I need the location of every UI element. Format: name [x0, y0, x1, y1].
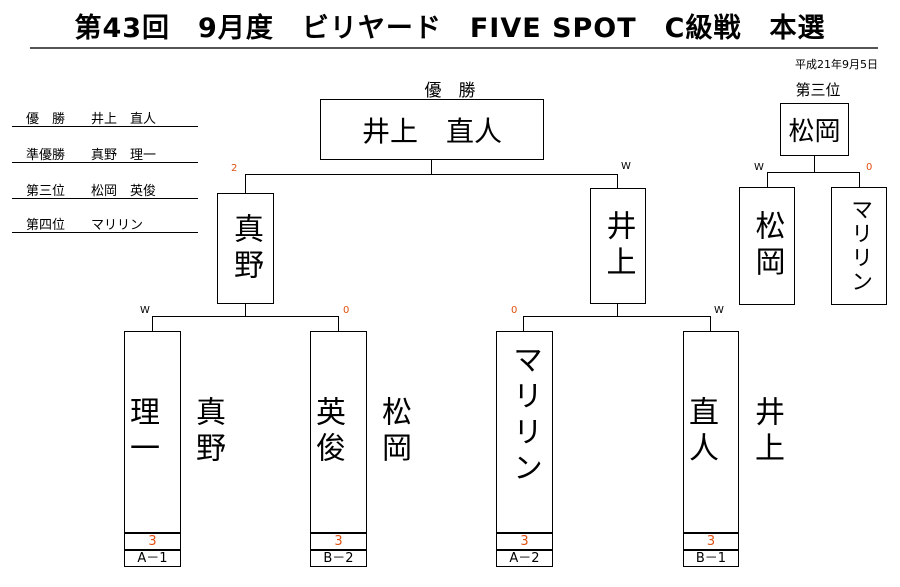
player-1-box: 真野 理一 — [124, 331, 225, 533]
bracket-line — [617, 304, 618, 316]
player-3-score: 0 — [511, 305, 518, 316]
result-runner-up: 準優勝 真野 理一 — [26, 148, 157, 163]
bracket-line — [245, 174, 246, 193]
bracket-line — [245, 304, 246, 316]
final-left-score: 2 — [231, 163, 238, 174]
player-3-race: 3 — [496, 533, 553, 550]
third-right-name: マリリン — [847, 198, 873, 294]
third-right-score: 0 — [866, 162, 873, 173]
finalist-left-name: 真野 — [228, 212, 263, 285]
bracket-line — [523, 316, 524, 331]
finalist-left-box: 真野 — [217, 193, 274, 304]
result-divider — [12, 126, 198, 127]
third-left-name: 松岡 — [749, 210, 785, 282]
player-1-name: 真野 理一 — [124, 396, 225, 468]
champion-name-box: 井上 直人 — [320, 99, 544, 160]
third-place-name: 松岡 — [788, 117, 841, 147]
bracket-line — [767, 172, 768, 187]
third-left-box: 松岡 — [739, 187, 795, 305]
player-4-seed: B－1 — [683, 550, 739, 567]
player-2-box: 松岡 英俊 — [310, 331, 411, 533]
player-4-name: 井上 直人 — [683, 396, 784, 468]
player-4-score: W — [714, 305, 724, 316]
finalist-right-name: 井上 — [600, 210, 636, 282]
result-divider — [12, 232, 198, 233]
finalist-right-box: 井上 — [590, 188, 646, 304]
final-right-score: W — [621, 161, 631, 172]
bracket-line — [767, 172, 860, 173]
player-3-box: マリリン — [496, 331, 553, 533]
player-2-seed: B－2 — [310, 550, 367, 567]
player-1-race: 3 — [124, 533, 181, 550]
player-3-name: マリリン — [507, 344, 542, 488]
third-left-score: W — [754, 162, 764, 173]
bracket-line — [710, 316, 711, 331]
third-place-box: 松岡 — [780, 103, 849, 156]
result-fourth: 第四位 マリリン — [26, 218, 144, 233]
player-1-score: W — [140, 305, 150, 316]
player-4-race: 3 — [683, 533, 739, 550]
bracket-line — [617, 174, 618, 188]
result-third: 第三位 松岡 英俊 — [26, 184, 157, 199]
player-3-seed: A－2 — [496, 550, 553, 567]
bracket-line — [152, 316, 339, 317]
player-2-race: 3 — [310, 533, 367, 550]
player-1-seed: A－1 — [124, 550, 181, 567]
page-title: 第43回 9月度 ビリヤード FIVE SPOT C級戦 本選 — [74, 13, 826, 44]
bracket-line — [814, 156, 815, 172]
result-divider — [12, 162, 198, 163]
champion-name: 井上 直人 — [361, 114, 502, 148]
player-4-box: 井上 直人 — [683, 331, 784, 533]
bracket-line — [245, 174, 618, 175]
result-divider — [12, 198, 198, 199]
bracket-line — [152, 316, 153, 331]
third-right-box: マリリン — [831, 187, 887, 305]
result-champion: 優 勝 井上 直人 — [26, 112, 157, 127]
event-date: 平成21年9月5日 — [795, 58, 878, 71]
champion-heading: 優 勝 — [424, 81, 476, 101]
player-2-name: 松岡 英俊 — [310, 396, 411, 468]
bracket-line — [338, 316, 339, 331]
bracket-line — [859, 172, 860, 187]
third-place-heading: 第三位 — [795, 81, 841, 99]
bracket-line — [431, 160, 432, 174]
title-underline — [30, 47, 878, 49]
bracket-line — [523, 316, 711, 317]
player-2-score: 0 — [343, 305, 350, 316]
